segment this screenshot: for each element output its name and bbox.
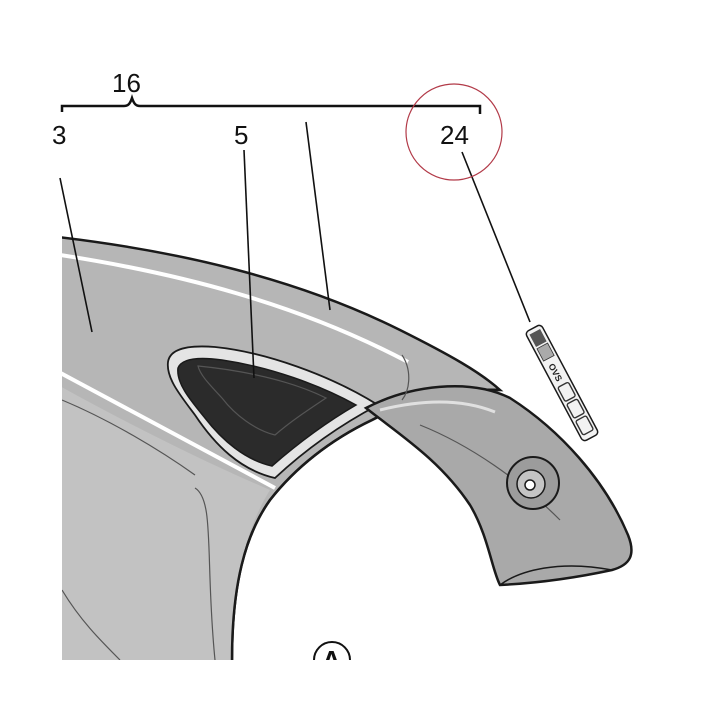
vent-dark-insert (177, 357, 358, 467)
highlight-circle (405, 83, 503, 181)
emblem-box-3 (575, 415, 594, 436)
emblem-box-2 (566, 398, 585, 419)
callout-group: 16 (112, 68, 141, 98)
group-bracket (60, 94, 482, 114)
body-contour-2 (194, 487, 216, 660)
leader-line-24 (461, 151, 531, 323)
emblem-decal: OVS (525, 324, 599, 442)
tail-flap-panel (363, 385, 633, 587)
screw-hole (524, 479, 536, 491)
emblem-stripe-dark (529, 328, 547, 347)
vent-inner-line (197, 365, 328, 436)
tail-flap-rear (499, 565, 613, 586)
callout-vent-part: 5 (234, 120, 248, 150)
tail-flap (363, 354, 633, 587)
vent-assembly (167, 345, 380, 479)
body-bevel (62, 387, 270, 660)
leader-line-3 (59, 177, 93, 333)
body-contour-3 (62, 589, 121, 660)
tail-flap-highlight (379, 400, 496, 414)
body-contour-1 (62, 399, 196, 476)
leader-line-5 (243, 149, 255, 379)
callout-left-part: 3 (52, 120, 66, 150)
bottom-clip (0, 660, 720, 720)
body-pinstripe-lower (62, 371, 276, 490)
emblem-stripe-mid (536, 342, 555, 362)
tail-flap-edge (401, 354, 410, 401)
emblem-box-1 (557, 381, 576, 402)
callout-emblem-part: 24 (440, 120, 469, 150)
leader-line-group (305, 121, 331, 311)
body-pinstripe-upper (62, 253, 409, 364)
